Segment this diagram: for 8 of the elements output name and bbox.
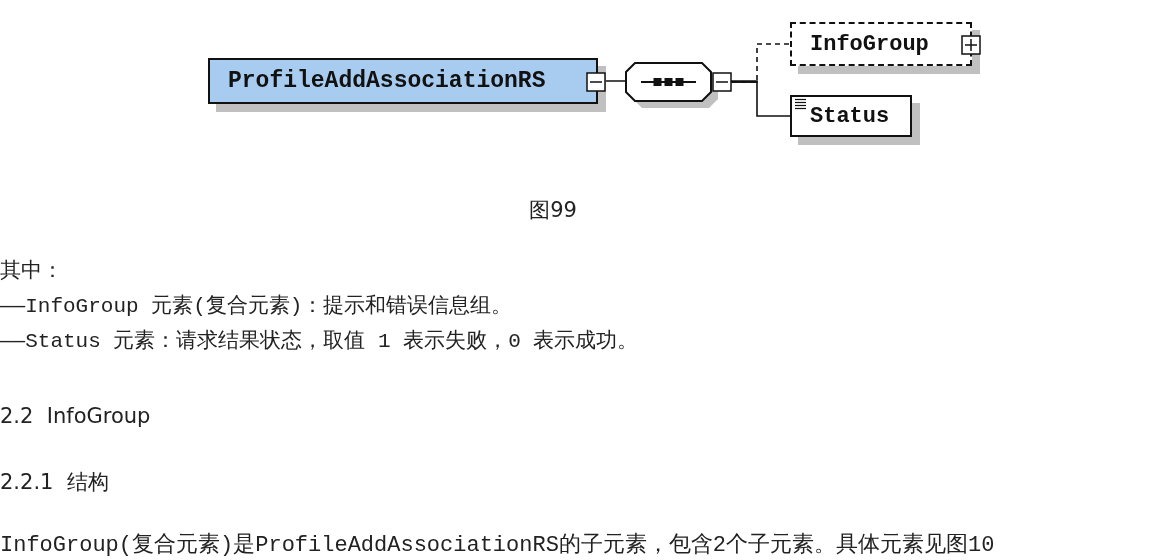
- list-item: ——InfoGroup 元素(复合元素)：提示和错误信息组。: [0, 293, 513, 319]
- section-heading: 2.2 InfoGroup: [0, 404, 151, 428]
- section-heading: 2.2.1 结构: [0, 469, 109, 496]
- figure-caption: 图99: [528, 197, 578, 224]
- body-text: 其中：: [0, 258, 63, 284]
- list-item: ——Status 元素：请求结果状态，取值 1 表示失败，0 表示成功。: [0, 328, 639, 354]
- body-text: InfoGroup(复合元素)是ProfileAddAssociationRS的子元素，包含2个子元素。具体元素见图10: [0, 531, 995, 559]
- connector-line: [731, 81, 791, 117]
